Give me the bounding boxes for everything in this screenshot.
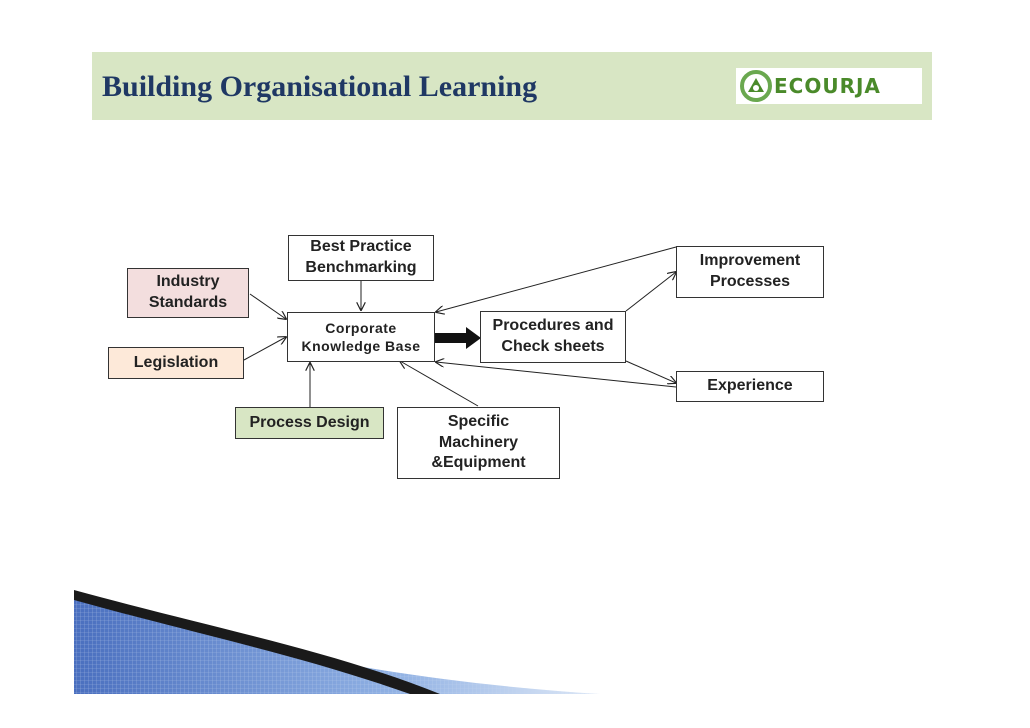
arrow-machinery-to-kb: [400, 361, 479, 407]
node-process-design: Process Design: [235, 407, 384, 439]
arrow-legislation-to-kb: [243, 337, 286, 361]
ecourja-logo-icon: [740, 70, 772, 102]
arrow-industry-to-kb: [249, 293, 286, 319]
arrow-improvement-to-kb: [436, 246, 677, 312]
arrow-procedures-to-experience: [625, 360, 676, 383]
node-best-practice: Best Practice Benchmarking: [288, 235, 434, 281]
block-arrow-kb-to-procedures: [434, 327, 481, 349]
node-procedures: Procedures and Check sheets: [480, 311, 626, 363]
node-specific-machinery: Specific Machinery &Equipment: [397, 407, 560, 479]
node-industry-standards: Industry Standards: [127, 268, 249, 318]
arrow-experience-to-kb: [436, 362, 677, 388]
logo: ECOURJA: [736, 68, 922, 104]
node-legislation: Legislation: [108, 347, 244, 379]
node-experience: Experience: [676, 371, 824, 402]
logo-text: ECOURJA: [774, 74, 881, 98]
header-band: Building Organisational Learning ECOURJA: [92, 52, 932, 120]
arrow-procedures-to-improvement: [625, 272, 676, 312]
page-title: Building Organisational Learning: [102, 70, 538, 103]
node-improvement-processes: Improvement Processes: [676, 246, 824, 298]
node-corporate-knowledge-base: Corporate Knowledge Base: [287, 312, 435, 362]
